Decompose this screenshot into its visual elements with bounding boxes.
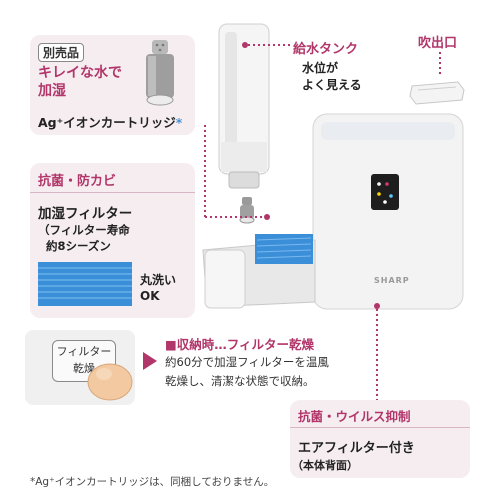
filter-life: （フィルター寿命 約8シーズン <box>38 222 130 254</box>
antibacterial-heading: 抗菌・防カビ <box>38 174 117 189</box>
washable-line1: 丸洗い <box>140 273 177 287</box>
antivirus-panel <box>290 400 470 478</box>
filter-dry-button-line1: フィルター <box>56 345 112 358</box>
antibacterial-divider <box>30 192 195 193</box>
footnote: *Ag⁺イオンカートリッジは、同梱しておりません。 <box>30 476 275 488</box>
filter-life-line1: （フィルター寿命 <box>38 223 130 237</box>
finger-press-image <box>87 363 133 401</box>
tank-pointer-line <box>242 42 292 48</box>
humidifier-body <box>202 113 464 310</box>
antivirus-divider <box>290 427 470 428</box>
ion-cartridge-image <box>146 40 174 106</box>
arrow-right-icon <box>143 352 157 370</box>
optional-tag: 別売品 <box>38 42 85 62</box>
clean-water-heading-line2: 加湿 <box>38 83 66 99</box>
storage-heading: ■収納時…フィルター乾燥 <box>165 337 315 352</box>
storage-desc-line2: 乾燥し、清潔な状態で収納。 <box>165 374 315 388</box>
water-tank-label: 給水タンク <box>293 42 359 57</box>
washable-note: 丸洗い OK <box>140 272 176 304</box>
outlet-part-image <box>409 81 465 105</box>
filter-pointer-line <box>204 125 270 220</box>
water-tank-desc: 水位が よく見える <box>302 60 362 94</box>
water-tank-desc-line2: よく見える <box>302 78 362 92</box>
antivirus-heading: 抗菌・ウイルス抑制 <box>298 409 411 424</box>
clean-water-heading-line1: キレイな水で <box>38 65 122 81</box>
ion-cartridge-name: Ag⁺イオンカートリッジ <box>38 115 176 130</box>
outlet-pointer-line <box>439 52 441 74</box>
ion-cartridge-label: Ag⁺イオンカートリッジ* <box>38 112 182 131</box>
humidify-filter-title: 加湿フィルター <box>38 206 133 222</box>
ion-cartridge-asterisk: * <box>175 115 183 130</box>
air-filter-location: （本体背面） <box>292 459 358 472</box>
humidify-filter-image <box>38 262 132 306</box>
air-filter-pointer-line <box>374 303 380 400</box>
optional-tag-label: 別売品 <box>38 43 85 62</box>
filter-life-line2: 約8シーズン <box>46 239 111 253</box>
water-tank-image <box>218 23 270 189</box>
storage-desc: 約60分で加湿フィルターを温風 乾燥し、清潔な状態で収納。 <box>165 353 329 391</box>
water-tank-desc-line1: 水位が <box>302 61 339 75</box>
brand-logo: SHARP <box>374 276 410 285</box>
filter-dry-button[interactable]: フィルター 乾燥 <box>52 340 116 382</box>
washable-line2: OK <box>140 289 160 303</box>
filter-dry-button-line2: 乾燥 <box>73 362 95 375</box>
storage-desc-line1: 約60分で加湿フィルターを温風 <box>165 355 329 369</box>
clean-water-heading: キレイな水で 加湿 <box>38 64 122 100</box>
outlet-label: 吹出口 <box>418 36 458 51</box>
air-filter-title: エアフィルター付き <box>298 441 415 456</box>
